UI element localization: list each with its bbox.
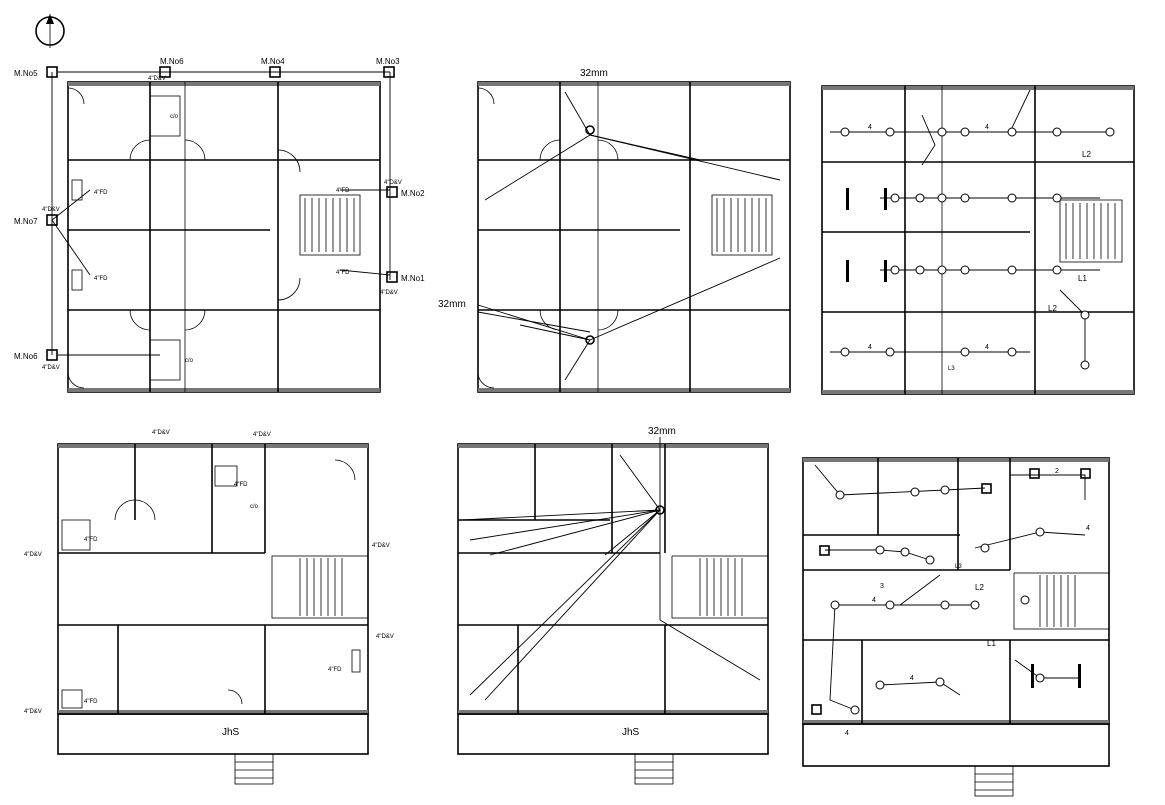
segment-label: 4 <box>868 124 872 131</box>
manhole-label: M.No2 <box>401 189 425 198</box>
dav-label: 4"D&V <box>372 543 390 549</box>
dav-label: 4"D&V <box>253 432 271 438</box>
manhole-label: M.No6 <box>14 352 38 361</box>
circuit-label: L2 <box>1082 150 1091 159</box>
fd-label: 4"FD <box>94 190 108 196</box>
segment-label: 4 <box>872 597 876 604</box>
circuit-label: L1 <box>1078 274 1087 283</box>
circuit-label: L1 <box>987 639 996 648</box>
pipe-size-label: 32mm <box>580 68 608 79</box>
fd-label: 4"FD <box>328 667 342 673</box>
dav-label: 4"D&V <box>376 634 394 640</box>
manhole-icon <box>386 271 398 283</box>
plan-electrical-ground: 4 4 4 4 L2 L1 L2 L3 <box>821 85 1135 395</box>
dav-label: 4"D&V <box>42 207 60 213</box>
dav-label: 4"D&V <box>380 290 398 296</box>
co-label: c/o <box>185 358 194 364</box>
manhole-icon <box>159 66 171 78</box>
dav-label: 4"D&V <box>42 365 60 371</box>
segment-label: 4 <box>910 675 914 682</box>
dav-label: 4"D&V <box>24 552 42 558</box>
pipe-size-label: 32mm <box>648 426 676 437</box>
manhole-icon <box>46 349 58 361</box>
plan-water-supply-first: JhS 32mm <box>457 426 769 785</box>
manhole-icon <box>46 66 58 78</box>
dav-label: 4"D&V <box>148 76 166 82</box>
plan-drainage-ground: M.No5 M.No6 M.No4 M.No3 M.No7 M.No2 M.No… <box>14 57 425 393</box>
manhole-label: M.No1 <box>401 274 425 283</box>
circuit-label: L2 <box>975 583 984 592</box>
circuit-label: L3 <box>955 564 962 570</box>
fd-label: 4"FD <box>84 699 98 705</box>
segment-label: 3 <box>880 583 884 590</box>
fd-label: 4"FD <box>336 188 350 194</box>
segment-label: 4 <box>868 344 872 351</box>
co-label: c/o <box>170 114 179 120</box>
fd-label: 4"FD <box>94 276 108 282</box>
circuit-label: L3 <box>948 366 955 372</box>
circuit-label: L2 <box>1048 304 1057 313</box>
segment-label: 4 <box>845 730 849 737</box>
north-arrow-icon <box>35 14 65 48</box>
jhs-label: JhS <box>622 727 640 738</box>
plan-electrical-first: 4 4 4 4 2 3 L2 L1 L3 <box>802 457 1110 797</box>
plan-water-supply-ground: 32mm 32mm <box>438 68 791 393</box>
fd-label: 4"FD <box>234 482 248 488</box>
manhole-label: M.No5 <box>14 69 38 78</box>
manhole-icon <box>383 66 395 78</box>
plan-drainage-first: JhS 4"D&V 4"D&V 4"D&V 4"D&V 4"D&V 4"D&V … <box>24 430 394 785</box>
segment-label: 2 <box>1055 468 1059 475</box>
co-label: c/o <box>250 504 259 510</box>
manhole-label: M.No6 <box>160 57 184 66</box>
segment-label: 4 <box>985 344 989 351</box>
jhs-label: JhS <box>222 727 240 738</box>
fd-label: 4"FD <box>336 270 350 276</box>
manhole-label: M.No7 <box>14 217 38 226</box>
manhole-label: M.No3 <box>376 57 400 66</box>
dav-label: 4"D&V <box>152 430 170 436</box>
segment-label: 4 <box>1086 525 1090 532</box>
manhole-icon <box>46 214 58 226</box>
manhole-icon <box>386 186 398 198</box>
dav-label: 4"D&V <box>24 709 42 715</box>
manhole-icon <box>269 66 281 78</box>
segment-label: 4 <box>985 124 989 131</box>
dav-label: 4"D&V <box>384 180 402 186</box>
fd-label: 4"FD <box>84 537 98 543</box>
pipe-size-label: 32mm <box>438 299 466 310</box>
manhole-label: M.No4 <box>261 57 285 66</box>
